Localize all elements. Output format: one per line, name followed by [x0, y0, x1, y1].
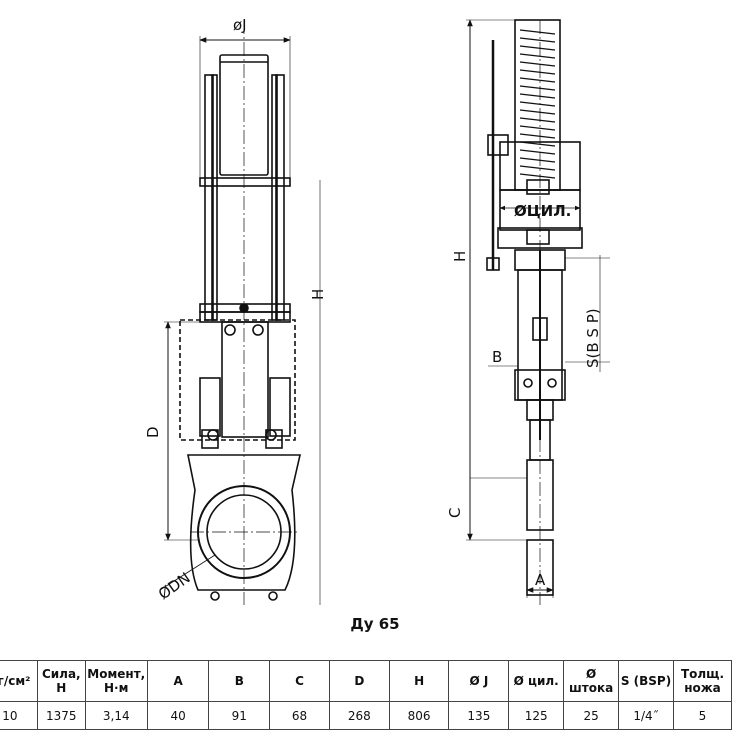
- label-height-side: H: [451, 251, 469, 262]
- side-guard-right: [269, 377, 291, 437]
- cell-s-bsp: 1/4˝: [618, 701, 674, 730]
- specifications-table: кг/см² Сила,Н Момент,Н·м A B C D H Ø J Ø…: [0, 660, 733, 730]
- label-dia-j: øJ: [233, 16, 247, 34]
- cell-a: 40: [146, 701, 210, 730]
- label-dim-s: S(B S P): [584, 308, 602, 368]
- cell-torque: 3,14: [84, 701, 148, 730]
- side-guard-left: [199, 377, 221, 437]
- cell-pressure: 10: [0, 701, 38, 730]
- label-height-front: H: [309, 289, 327, 300]
- technical-drawing: øJ H D ØDN: [144, 16, 610, 605]
- table-header-row: кг/см² Сила,Н Момент,Н·м A B C D H Ø J Ø…: [0, 660, 733, 702]
- side-view: [486, 19, 583, 605]
- cell-force: 1375: [36, 701, 86, 730]
- cell-dia-rod: 25: [563, 701, 620, 730]
- header-b: B: [208, 660, 271, 702]
- header-a: A: [146, 660, 210, 702]
- header-pressure: кг/см²: [0, 660, 38, 702]
- cell-dia-j: 135: [448, 701, 510, 730]
- header-dia-j: Ø J: [448, 660, 510, 702]
- valve-body: [187, 454, 302, 591]
- yoke: [221, 321, 269, 438]
- label-dia-cyl: ØЦИЛ.: [514, 202, 571, 220]
- label-dia-dn: ØDN: [155, 569, 194, 604]
- upper-plate: [199, 177, 291, 187]
- spring-housing: [514, 19, 561, 191]
- header-torque: Момент,Н·м: [84, 660, 148, 702]
- spring-coils: [519, 29, 556, 179]
- cell-h: 806: [388, 701, 450, 730]
- header-dia-rod: Ø штока: [563, 660, 620, 702]
- table-row: 10 1375 3,14 40 91 68 268 806 135 125 25…: [0, 701, 733, 730]
- drawing-caption: Ду 65: [350, 615, 400, 633]
- cell-knife-thickness: 5: [672, 701, 733, 730]
- header-dia-cyl: Ø цил.: [508, 660, 565, 702]
- header-c: C: [269, 660, 330, 702]
- cell-b: 91: [208, 701, 271, 730]
- header-s-bsp: S (BSP): [618, 660, 674, 702]
- tie-rod-right-inner: [271, 74, 278, 321]
- tie-rod-left-inner: [211, 74, 218, 321]
- front-view: [179, 20, 302, 605]
- header-knife-thickness: Толщ.ножа: [672, 660, 733, 702]
- dashed-envelope: [179, 319, 296, 441]
- label-dim-d: D: [144, 426, 162, 438]
- label-dim-b: B: [492, 348, 502, 366]
- header-d: D: [328, 660, 390, 702]
- label-dim-c: C: [446, 508, 464, 518]
- cell-d: 268: [328, 701, 390, 730]
- cell-c: 68: [269, 701, 330, 730]
- header-force: Сила,Н: [36, 660, 86, 702]
- label-dim-a: A: [535, 571, 546, 589]
- header-h: H: [388, 660, 450, 702]
- cell-dia-cyl: 125: [508, 701, 565, 730]
